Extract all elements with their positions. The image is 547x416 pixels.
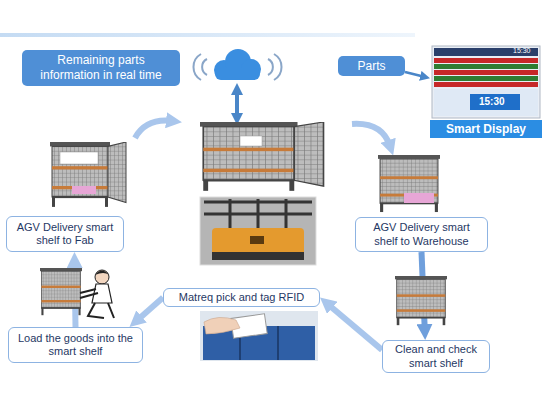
agv-photo (250, 236, 264, 244)
rfid-photo (200, 311, 318, 361)
smart-shelf-fab (60, 152, 98, 164)
rfid-photo (204, 317, 240, 334)
display-box: Smart Display (430, 46, 542, 138)
worker-loading (88, 303, 114, 318)
smart-shelf-clean (395, 276, 447, 325)
smart-shelf-clean (395, 276, 447, 325)
cloud-icon (268, 54, 282, 80)
smart-shelf-warehouse (404, 193, 434, 203)
agv-photo (200, 197, 316, 265)
header-band (0, 33, 415, 37)
display-time: 15:30 (479, 96, 505, 107)
smart-display-screen (434, 82, 538, 87)
node-text: Parts (357, 59, 385, 74)
worker-loading (95, 271, 109, 276)
smart-display-screen (432, 46, 540, 118)
sync-arrow (235, 92, 239, 116)
process-box: AGV Delivery smart shelf to Warehouse (355, 217, 488, 252)
node-text: Load the goods into the smart shelf (15, 332, 136, 358)
parts-box: Parts (338, 56, 405, 76)
smart-display-screen (434, 89, 538, 116)
agv-photo (200, 197, 316, 265)
agv-photo (212, 228, 304, 260)
smart-shelf-center (240, 136, 262, 146)
process-box: Load the goods into the smart shelf (8, 327, 143, 363)
smart-shelf-fab (72, 186, 96, 194)
agv-photo (212, 252, 304, 260)
flow-arrow (135, 121, 172, 138)
smart-shelf-warehouse (378, 155, 440, 212)
smart-shelf-center (200, 122, 324, 191)
display-time: 15:30 (513, 47, 531, 54)
smart-display-screen (434, 76, 538, 81)
cloud-icon (193, 54, 207, 80)
cloud-icon (193, 49, 281, 80)
rfid-photo (200, 311, 318, 361)
worker-loading (40, 268, 82, 315)
node-text: Smart Display (430, 120, 542, 138)
flow-connector (405, 72, 424, 77)
smart-display-screen (434, 64, 538, 69)
smart-shelf-warehouse (378, 155, 440, 212)
smart-display-screen (434, 70, 538, 75)
worker-loading (80, 289, 98, 298)
smart-display-screen (432, 46, 540, 118)
flow-connector (328, 304, 382, 350)
node-text: Remaining parts information in real time (34, 53, 168, 83)
worker-loading (40, 268, 114, 318)
smart-shelf-fab (50, 142, 126, 207)
flow-arrow (352, 124, 390, 146)
flow-connector (137, 298, 163, 321)
info-box: Remaining parts information in real time (22, 50, 180, 86)
agv-photo (204, 199, 312, 228)
node-text: AGV Delivery smart shelf to Warehouse (362, 221, 481, 247)
process-box: Matreq pick and tag RFID (163, 288, 320, 307)
smart-display-screen (470, 94, 520, 110)
smart-display-screen (434, 58, 538, 63)
node-text: Matreq pick and tag RFID (179, 291, 304, 304)
process-box: Clean and check smart shelf (382, 340, 490, 373)
cloud-icon (215, 68, 260, 80)
smart-display-screen (434, 48, 538, 56)
node-text: Clean and check smart shelf (389, 343, 483, 369)
smart-shelf-fab (50, 142, 126, 207)
worker-loading (95, 270, 109, 284)
node-text: AGV Delivery smart shelf to Fab (13, 221, 117, 247)
process-box: AGV Delivery smart shelf to Fab (6, 216, 124, 252)
smart-shelf-center (200, 122, 324, 191)
